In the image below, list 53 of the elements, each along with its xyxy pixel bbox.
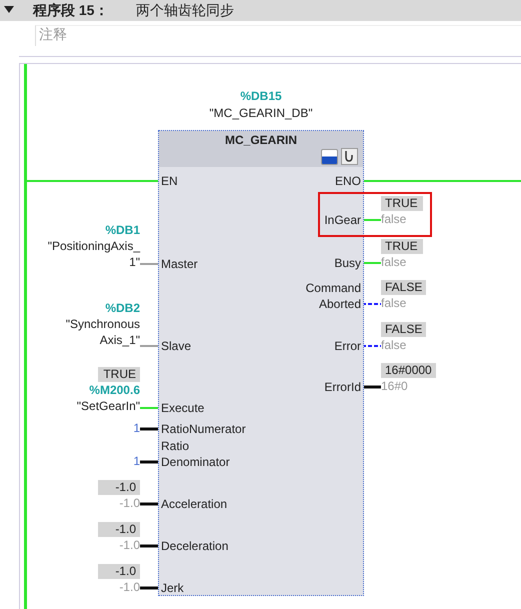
monitor-value: TRUE bbox=[98, 367, 140, 382]
comment-field: 注释 bbox=[35, 25, 521, 46]
connection-wire bbox=[362, 303, 381, 305]
instance-name: "MC_GEARIN_DB" bbox=[208, 105, 314, 121]
network-number: 程序段 15： bbox=[33, 2, 108, 19]
actual-value: -1.0 bbox=[119, 580, 140, 594]
operand-name: "SetGearIn" bbox=[76, 399, 140, 413]
power-rail bbox=[24, 64, 27, 609]
pin-label: Deceleration bbox=[161, 538, 251, 554]
monitor-value: FALSE bbox=[381, 322, 426, 337]
constant-value: 1 bbox=[133, 421, 140, 435]
operand-address: %M200.6 bbox=[89, 383, 140, 397]
actual-value: false bbox=[381, 212, 406, 226]
connection-wire bbox=[362, 386, 381, 388]
connection-wire bbox=[362, 262, 381, 264]
monitor-value: TRUE bbox=[381, 196, 423, 211]
pin-label: Command Aborted bbox=[281, 280, 361, 312]
pin-label: EN bbox=[161, 173, 201, 189]
pin-label: Error bbox=[301, 338, 361, 354]
pin-label: Busy bbox=[301, 255, 361, 271]
connection-wire bbox=[362, 219, 381, 221]
pin-label: Master bbox=[161, 256, 231, 272]
monitor-value: -1.0 bbox=[98, 480, 140, 495]
pin-label: Ratio Denominator bbox=[161, 438, 251, 470]
connection-wire bbox=[362, 180, 521, 182]
network-title: 两个轴齿轮同步 bbox=[136, 2, 234, 19]
operand-address: %DB2 bbox=[105, 301, 140, 315]
operand-name: "PositioningAxis_ 1" bbox=[48, 239, 140, 269]
monitor-value: FALSE bbox=[381, 280, 426, 295]
actual-value: false bbox=[381, 296, 406, 310]
block-type: MC_GEARIN bbox=[224, 132, 298, 148]
pin-label: RatioNumerator bbox=[161, 421, 271, 437]
operand-name: "Synchronous Axis_1" bbox=[66, 317, 140, 347]
constant-value: 1 bbox=[133, 454, 140, 468]
pin-label: Jerk bbox=[161, 580, 221, 596]
connection-wire bbox=[362, 345, 381, 347]
pin-label: InGear bbox=[301, 212, 361, 228]
pin-label: Execute bbox=[161, 400, 231, 416]
pin-label: ENO bbox=[321, 173, 361, 189]
monitor-value: -1.0 bbox=[98, 522, 140, 537]
operand-address: %DB1 bbox=[105, 223, 140, 237]
actual-value: false bbox=[381, 338, 406, 352]
actual-value: false bbox=[381, 255, 406, 269]
monitor-value: -1.0 bbox=[98, 564, 140, 579]
pin-label: Acceleration bbox=[161, 496, 251, 512]
monitor-value: TRUE bbox=[381, 239, 423, 254]
actual-value: -1.0 bbox=[119, 496, 140, 510]
pin-label: ErrorId bbox=[301, 379, 361, 395]
actual-value: 16#0 bbox=[381, 379, 408, 393]
instance-address: %DB15 bbox=[239, 88, 283, 104]
pin-label: Slave bbox=[161, 338, 231, 354]
actual-value: -1.0 bbox=[119, 538, 140, 552]
monitor-value: 16#0000 bbox=[381, 363, 436, 378]
